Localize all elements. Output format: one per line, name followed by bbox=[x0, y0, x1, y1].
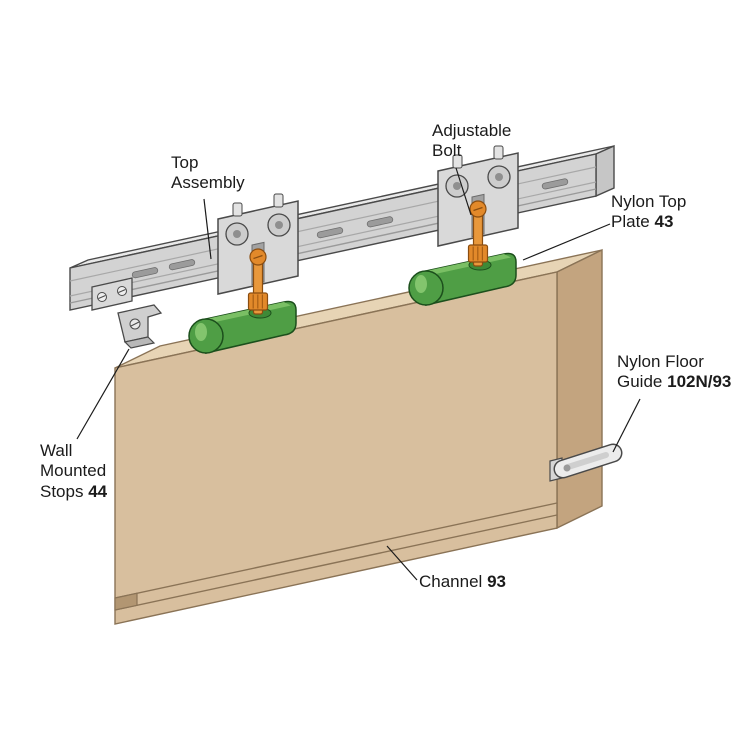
label-text: Guide bbox=[617, 372, 663, 392]
nylon-top-plate-label: Nylon Top Plate 43 bbox=[611, 192, 686, 233]
part-number: 43 bbox=[654, 212, 674, 232]
channel-groove-lower bbox=[114, 514, 558, 611]
label-text: Plate bbox=[611, 212, 650, 232]
track-slot bbox=[541, 178, 569, 190]
label-line: Mounted bbox=[40, 461, 107, 481]
track-slot bbox=[131, 267, 159, 279]
leader-channel bbox=[386, 545, 418, 581]
label-line: Bolt bbox=[432, 141, 462, 161]
label-line: Wall bbox=[40, 441, 73, 460]
part-number: 44 bbox=[88, 481, 108, 501]
top-assembly-label: Top Assembly bbox=[171, 153, 245, 194]
label-line: Top bbox=[171, 153, 199, 172]
label-text: Channel bbox=[419, 572, 483, 591]
label-line: Guide 102N/93 bbox=[617, 372, 731, 392]
nylon-floor-guide-label: Nylon Floor Guide 102N/93 bbox=[617, 352, 731, 393]
label-line: Nylon Floor bbox=[617, 352, 704, 371]
leader-top-assembly bbox=[203, 198, 212, 260]
label-line: Plate 43 bbox=[611, 212, 686, 232]
stop-bracket-foot bbox=[123, 336, 156, 349]
door-panel bbox=[114, 248, 603, 625]
leader-adjustable-bolt bbox=[455, 167, 472, 216]
stop-screw-slot bbox=[98, 295, 106, 299]
part-number: 93 bbox=[487, 572, 506, 591]
leader-lines bbox=[76, 167, 641, 581]
door-right-face bbox=[556, 248, 603, 530]
label-line: Assembly bbox=[171, 173, 245, 193]
label-line: Nylon Top bbox=[611, 192, 687, 211]
leader-nylon-floor-guide bbox=[612, 398, 641, 453]
track-end-cap bbox=[595, 144, 615, 198]
nylon-floor-guide bbox=[549, 443, 623, 482]
stop-screw-slot bbox=[118, 289, 126, 293]
stop-screw-slot bbox=[130, 321, 140, 327]
adjustable-bolt-label: Adjustable Bolt bbox=[432, 121, 511, 162]
label-line: Stops 44 bbox=[40, 482, 107, 502]
wall-mounted-stops bbox=[91, 277, 163, 349]
wall-mounted-stops-label: Wall Mounted Stops 44 bbox=[40, 441, 107, 502]
channel-label: Channel 93 bbox=[419, 572, 506, 592]
part-number: 102N/93 bbox=[667, 372, 732, 392]
channel-groove-upper bbox=[114, 502, 558, 599]
door-front-face bbox=[114, 271, 558, 625]
channel-shape bbox=[114, 592, 138, 611]
label-text: Stops bbox=[40, 481, 84, 501]
floor-guide-channel-detail bbox=[565, 452, 609, 470]
label-line: Adjustable bbox=[432, 121, 512, 140]
track-slot bbox=[316, 227, 344, 239]
leader-wall-mounted-stops bbox=[76, 348, 130, 440]
floor-guide-screw-icon bbox=[563, 464, 571, 472]
leader-nylon-top-plate bbox=[522, 223, 611, 261]
track-slot bbox=[366, 216, 394, 228]
track-slot bbox=[168, 259, 196, 271]
